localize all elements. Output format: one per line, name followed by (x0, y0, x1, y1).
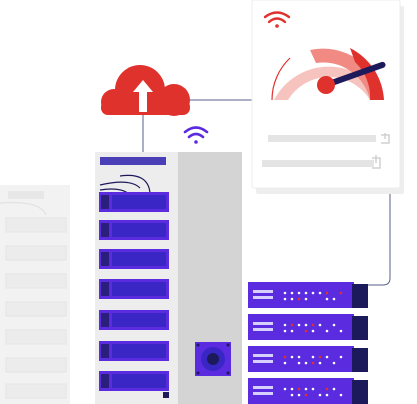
server-unit (248, 314, 368, 340)
rack-unit (99, 192, 169, 212)
wifi-icon (183, 126, 209, 144)
rack-server-units (99, 192, 169, 391)
background-rack-units (5, 217, 67, 399)
upload-arrow-icon (372, 133, 390, 169)
wifi-icon (263, 11, 291, 28)
server-unit (248, 282, 368, 308)
rack-unit (99, 371, 169, 391)
cooling-fan-icon (195, 342, 231, 376)
speed-gauge-panel (251, 0, 404, 194)
rack-unit (99, 220, 169, 240)
speedometer-icon (271, 48, 386, 101)
background-server-rack (0, 185, 70, 404)
gauge-needle (324, 61, 386, 88)
rack-unit (99, 310, 169, 330)
rack-unit (99, 341, 169, 361)
rack-unit (99, 279, 169, 299)
cloud-upload-icon (101, 65, 190, 116)
rack-unit (99, 249, 169, 269)
server-unit (248, 378, 368, 404)
server-stack (248, 282, 368, 404)
progress-bars (262, 133, 390, 169)
main-server-rack (95, 152, 242, 404)
server-unit (248, 346, 368, 372)
